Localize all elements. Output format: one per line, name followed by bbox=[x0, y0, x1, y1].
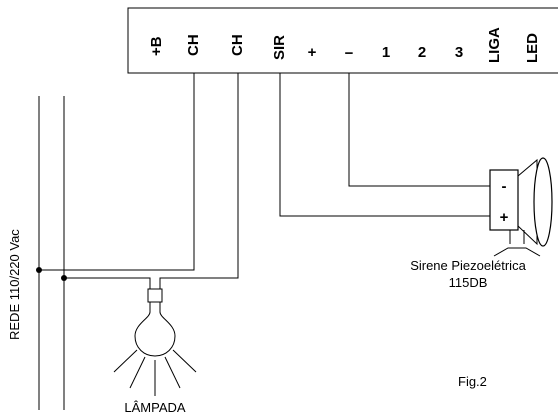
lamp-icon bbox=[113, 288, 197, 396]
junction-dot-2 bbox=[61, 275, 67, 281]
siren-label-line1: Sirene Piezoelétrica bbox=[410, 258, 526, 273]
siren-terminal-plus: + bbox=[500, 209, 509, 226]
terminal-label-plus-b: +B bbox=[148, 36, 165, 56]
wire-sir-to-siren bbox=[279, 73, 490, 217]
siren-terminal-box bbox=[489, 169, 519, 231]
mains-label: REDE 110/220 Vac bbox=[7, 229, 22, 340]
lamp-ray-4 bbox=[164, 356, 181, 389]
junction-dot-1 bbox=[36, 267, 42, 273]
terminal-label-ch-1: CH bbox=[185, 34, 202, 56]
terminal-block-outline bbox=[127, 7, 558, 74]
wire-ch2-to-lamp bbox=[159, 73, 239, 289]
siren-terminal-minus: - bbox=[502, 178, 507, 195]
figure-label: Fig.2 bbox=[458, 374, 487, 389]
terminal-label-sir: SIR bbox=[271, 35, 288, 60]
lamp-ray-5 bbox=[172, 349, 197, 373]
lamp-socket bbox=[147, 288, 163, 303]
terminal-label-plus: + bbox=[308, 44, 317, 61]
wire-mains-to-lamp bbox=[64, 277, 151, 289]
wire-minus-to-siren bbox=[348, 73, 490, 187]
terminal-label-3: 3 bbox=[455, 44, 463, 61]
terminal-label-1: 1 bbox=[382, 44, 390, 61]
siren-horn-mouth bbox=[533, 157, 553, 247]
lamp-ray-2 bbox=[129, 356, 146, 389]
wire-ch1-to-mains bbox=[39, 73, 195, 271]
siren-label-line2: 115DB bbox=[449, 275, 488, 290]
lamp-ray-1 bbox=[113, 349, 138, 373]
terminal-block: +B CH CH SIR + − 1 2 3 LIGA LED bbox=[148, 27, 541, 63]
siren-icon: - + bbox=[489, 157, 553, 257]
lamp-bulb bbox=[134, 302, 176, 357]
terminal-label-led: LED bbox=[524, 33, 541, 63]
terminal-label-2: 2 bbox=[418, 44, 426, 61]
lamp-label: LÂMPADA bbox=[124, 400, 185, 415]
terminal-label-ch-2: CH bbox=[229, 34, 246, 56]
terminal-label-liga: LIGA bbox=[486, 27, 503, 63]
siren-stand bbox=[493, 230, 541, 257]
terminal-label-minus: − bbox=[345, 45, 354, 62]
